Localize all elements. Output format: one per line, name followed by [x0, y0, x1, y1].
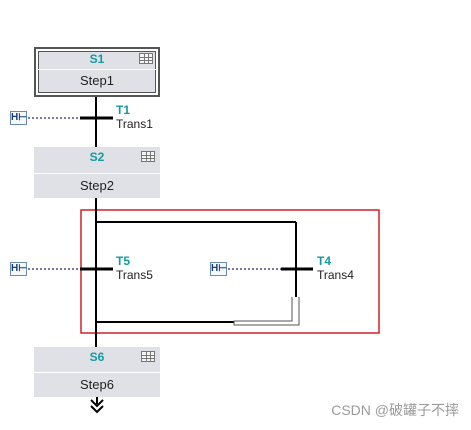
step-id: S1 [89, 52, 105, 66]
end-arrow-icon [90, 399, 104, 414]
step-id: S6 [89, 350, 105, 364]
transition-name: Trans5 [116, 268, 153, 282]
step-id: S2 [89, 150, 105, 164]
highlight-box [80, 209, 380, 334]
transition-t4[interactable]: T4 Trans4 [317, 254, 354, 282]
table-edit-icon[interactable] [141, 351, 155, 362]
transition-t5[interactable]: T5 Trans5 [116, 254, 153, 282]
transition-name: Trans4 [317, 268, 354, 282]
step-s6[interactable]: S6 Step6 [34, 347, 160, 397]
watermark: CSDN @破罐子不摔 [331, 402, 459, 418]
step-name: Step2 [34, 173, 160, 198]
ladder-condition-icon[interactable]: H⊢ [10, 111, 27, 125]
jump-connector [233, 297, 300, 326]
step-name: Step6 [34, 372, 160, 397]
transition-name: Trans1 [116, 117, 153, 131]
step-name: Step1 [36, 69, 158, 92]
transition-id: T1 [116, 103, 131, 117]
transition-id: T4 [317, 254, 332, 268]
transition-id: T5 [116, 254, 131, 268]
ladder-condition-icon[interactable]: H⊢ [210, 262, 227, 276]
step-s1[interactable]: S1 Step1 [34, 47, 160, 97]
table-icon[interactable] [139, 53, 153, 64]
transition-t1[interactable]: T1 Trans1 [116, 103, 153, 131]
step-s2[interactable]: S2 Step2 [34, 147, 160, 198]
table-icon[interactable] [141, 151, 155, 162]
ladder-condition-icon[interactable]: H⊢ [10, 262, 27, 276]
